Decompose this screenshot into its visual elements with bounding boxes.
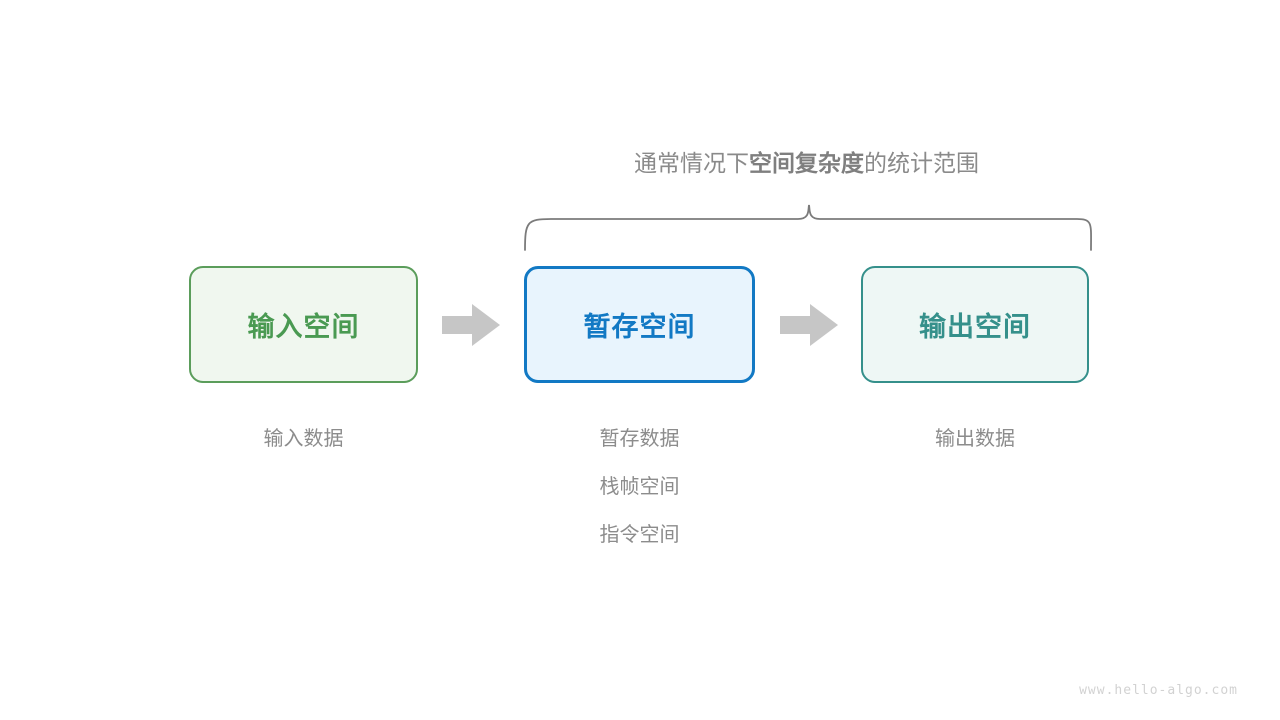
caption-input-0: 输入数据: [263, 428, 344, 450]
scope-title-suffix: 的统计范围: [864, 150, 979, 176]
caption-group-input: 输入数据: [189, 415, 418, 463]
box-temp-space-label: 暂存空间: [583, 312, 696, 342]
box-output-space-label: 输出空间: [919, 312, 1031, 342]
caption-temp-1: 栈帧空间: [599, 476, 680, 498]
box-output-space[interactable]: 输出空间: [861, 266, 1089, 383]
scope-title: 通常情况下空间复杂度的统计范围: [523, 146, 1090, 180]
watermark: www.hello-algo.com: [1079, 683, 1238, 698]
box-input-space[interactable]: 输入空间: [189, 266, 418, 383]
scope-title-prefix: 通常情况下: [634, 150, 749, 176]
box-input-space-label: 输入空间: [247, 312, 360, 342]
scope-brace-icon: [524, 204, 1092, 251]
caption-temp-0: 暂存数据: [599, 428, 680, 450]
caption-output-0: 输出数据: [935, 428, 1015, 450]
scope-title-emphasis: 空间复杂度: [749, 150, 864, 176]
caption-temp-2: 指令空间: [599, 524, 680, 546]
right-arrow-icon: [442, 304, 500, 346]
caption-group-temp: 暂存数据 栈帧空间 指令空间: [524, 415, 755, 559]
box-temp-space[interactable]: 暂存空间: [524, 266, 755, 383]
caption-group-output: 输出数据: [861, 415, 1089, 463]
right-arrow-icon: [780, 304, 838, 346]
